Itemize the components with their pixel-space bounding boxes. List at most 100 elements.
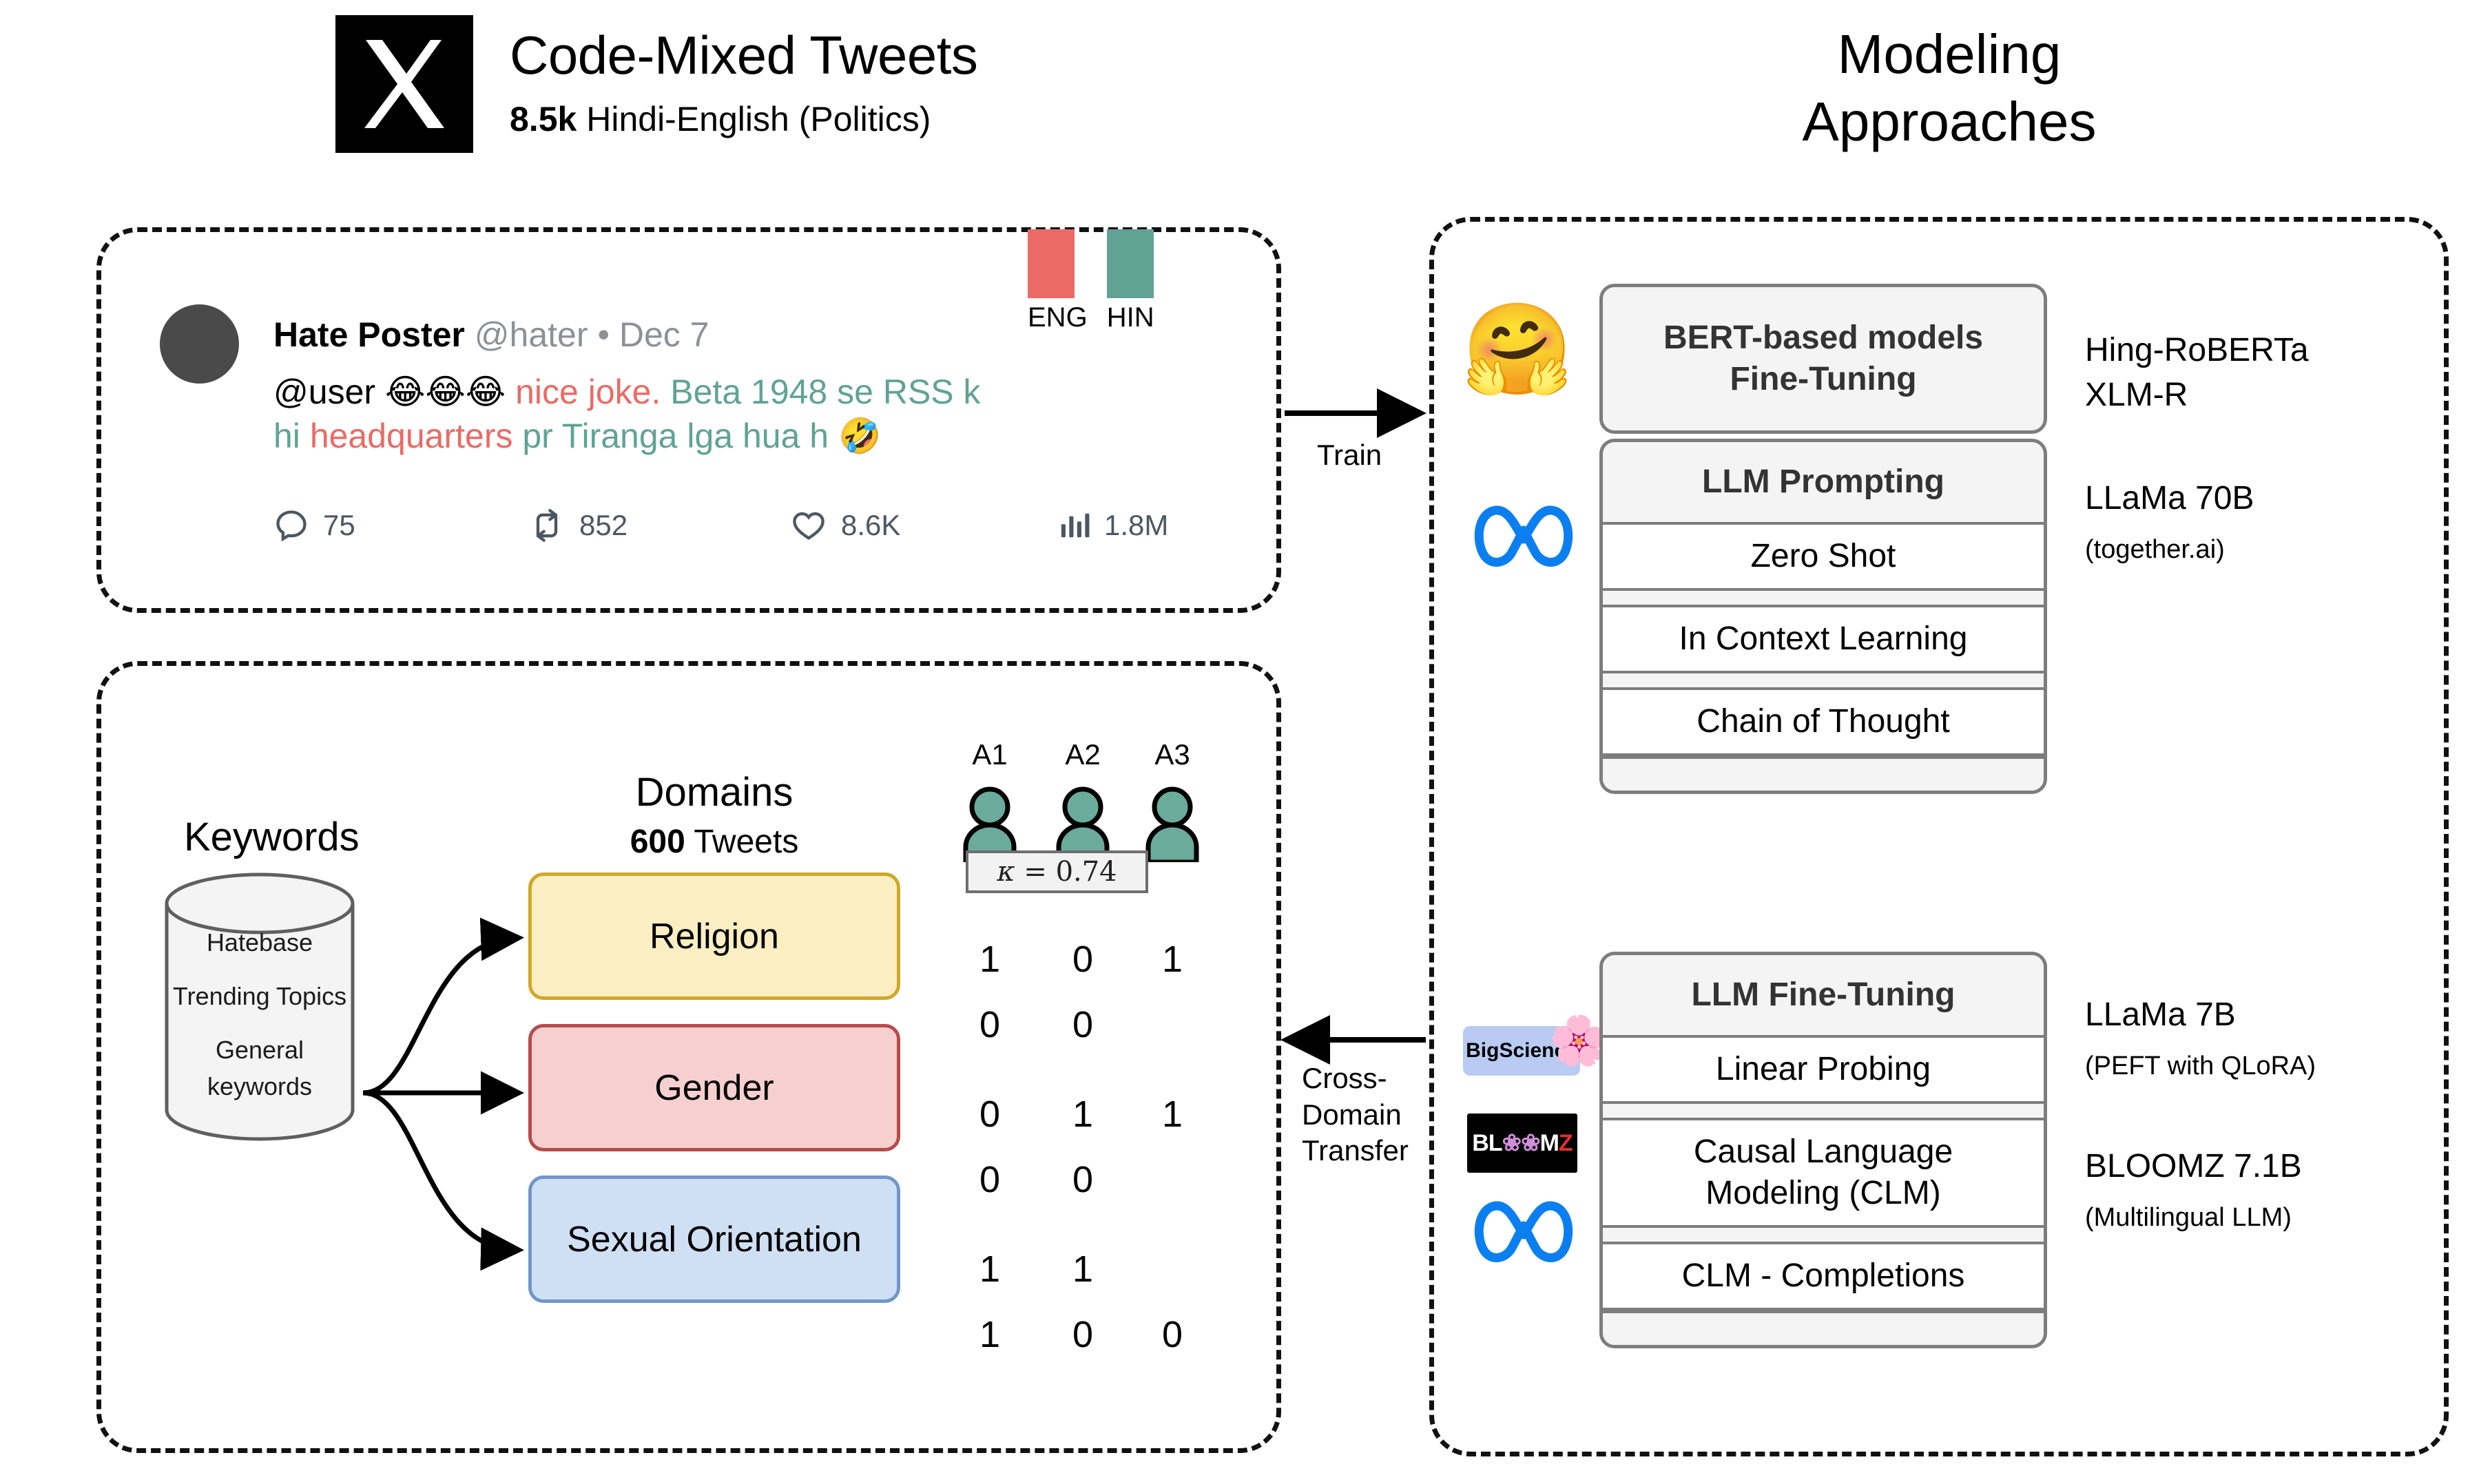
tweet-stat-replies[interactable]: 75 xyxy=(273,508,528,543)
cross-domain-arrow xyxy=(1281,1015,1426,1065)
tweet-panel: Hate Poster @hater • Dec 7 @user 😂😂😂 nic… xyxy=(96,227,1281,613)
bigscience-label: BigScience xyxy=(1466,1039,1577,1062)
tweet-stat-views[interactable]: 1.8M xyxy=(1059,508,1168,543)
annotation-cell-r5c2: 0 xyxy=(1161,1314,1183,1355)
modeling-header-line1: Modeling xyxy=(1837,23,2062,85)
tweet-segment-english-2: headquarters xyxy=(309,417,513,455)
row-gap xyxy=(1603,1104,2044,1118)
model-row-linear-probing[interactable]: Linear Probing xyxy=(1603,1035,2044,1104)
model-note-hing-roberta: Hing-RoBERTa xyxy=(2085,332,2309,368)
model-group-llm-prompting[interactable]: LLM Prompting Zero Shot In Context Learn… xyxy=(1599,439,2047,794)
tweet-segment-hindi-1: Beta 1948 se RSS k xyxy=(670,373,981,411)
views-count: 1.8M xyxy=(1104,509,1169,541)
modeling-header: Modeling Approaches xyxy=(1667,21,2232,155)
keywords-database-icon xyxy=(160,872,360,1141)
annotation-cell-r1c0: 0 xyxy=(979,1004,1001,1045)
annotation-cell-r1c1: 0 xyxy=(1072,1004,1094,1045)
annotator-header-a3: A3 xyxy=(1154,738,1190,771)
annotation-cell-r0c2: 1 xyxy=(1161,939,1183,980)
model-group-llm-finetuning[interactable]: LLM Fine-Tuning Linear Probing Causal La… xyxy=(1599,952,2047,1348)
domain-box-gender[interactable]: Gender xyxy=(528,1024,900,1151)
model-note-peft-qlora: (PEFT with QLoRA) xyxy=(2085,1051,2316,1080)
kappa-value: 0.74 xyxy=(1055,856,1117,888)
domain-label-gender: Gender xyxy=(654,1067,774,1108)
annotation-cell-r2c0: 0 xyxy=(979,1094,1001,1135)
annotation-cell-r2c2: 1 xyxy=(1161,1094,1183,1135)
model-note-llama-7b: LLaMa 7B xyxy=(2085,996,2236,1033)
model-group-prompting-title: LLM Prompting xyxy=(1702,463,1944,500)
domain-label-religion: Religion xyxy=(650,916,779,957)
annotator-header-a1: A1 xyxy=(972,738,1008,771)
tweet-separator: • xyxy=(597,315,610,354)
annotation-cell-r5c0: 1 xyxy=(979,1314,1001,1355)
row-tail xyxy=(1603,1310,2044,1345)
tweet-date: Dec 7 xyxy=(619,315,709,354)
model-row-in-context-learning[interactable]: In Context Learning xyxy=(1603,605,2044,673)
like-count: 8.6K xyxy=(841,509,901,541)
tweet-text: @user 😂😂😂 nice joke. Beta 1948 se RSS k … xyxy=(273,370,1196,458)
tweet-stats: 75 852 8.6K 1.8M xyxy=(273,508,1252,543)
domains-title: Domains xyxy=(635,770,793,815)
domains-tweet-count: 600 Tweets xyxy=(570,823,859,861)
tweet-segment-hindi-3: pr Tiranga lga hua h xyxy=(512,417,839,455)
dataset-subtitle: 8.5k Hindi-English (Politics) xyxy=(510,99,977,139)
page-title: Code-Mixed Tweets xyxy=(510,25,978,85)
annotation-cell-r3c0: 0 xyxy=(979,1159,1001,1200)
language-distribution: ENG HIN xyxy=(1028,229,1154,333)
annotation-cell-r2c1: 1 xyxy=(1072,1094,1094,1135)
annotator-header-a2: A2 xyxy=(1065,738,1101,771)
domain-box-sexual-orientation[interactable]: Sexual Orientation xyxy=(528,1175,900,1303)
model-note-xlmr: XLM-R xyxy=(2085,376,2188,413)
tweet-stat-likes[interactable]: 8.6K xyxy=(790,508,1059,543)
row-gap xyxy=(1603,1228,2044,1242)
model-note-llama-70b: LLaMa 70B xyxy=(2085,480,2254,516)
views-icon xyxy=(1059,508,1090,543)
annotation-cell-r4c0: 1 xyxy=(979,1248,1001,1290)
annotation-cell-r4c1: 1 xyxy=(1072,1248,1094,1290)
tweet-stat-retweets[interactable]: 852 xyxy=(528,508,790,543)
domains-count-value: 600 xyxy=(630,824,685,860)
tweet-display-name: Hate Poster xyxy=(273,315,465,354)
train-arrow xyxy=(1285,388,1426,438)
rolling-laughing-emoji: 🤣 xyxy=(838,416,882,456)
eng-bar xyxy=(1028,229,1075,298)
retweet-count: 852 xyxy=(579,509,628,541)
keyword-to-domain-arrows xyxy=(362,917,524,1271)
model-row-clm-completions[interactable]: CLM - Completions xyxy=(1603,1242,2044,1310)
bigscience-icon: BigScience 🌸 xyxy=(1463,1012,1609,1076)
row-gap xyxy=(1603,673,2044,687)
model-note-bloomz: BLOOMZ 7.1B (Multilingual LLM) xyxy=(2085,1145,2302,1235)
language-bar-hin: HIN xyxy=(1106,229,1154,333)
model-note-llama7b: LLaMa 7B (PEFT with QLoRA) xyxy=(2085,993,2316,1084)
domain-label-sexual-orientation: Sexual Orientation xyxy=(567,1219,862,1260)
meta-icon-prompting xyxy=(1472,494,1575,569)
tweet-segment-hindi-2: hi xyxy=(273,417,310,455)
keyword-source-hatebase: Hatebase xyxy=(206,928,313,957)
train-arrow-label: Train xyxy=(1317,439,1382,471)
tweet-handle: @hater xyxy=(474,315,588,354)
keywords-title: Keywords xyxy=(184,815,360,859)
annotation-cell-r0c1: 0 xyxy=(1072,939,1094,980)
row-tail xyxy=(1603,756,2044,791)
kappa-badge: κ = 0.74 xyxy=(966,850,1148,893)
like-icon xyxy=(790,508,827,543)
model-note-prompting: LLaMa 70B (together.ai) xyxy=(2085,477,2254,567)
dataset-language-topic: Hindi-English (Politics) xyxy=(586,99,931,138)
model-note-together-ai: (together.ai) xyxy=(2085,534,2225,564)
model-row-zero-shot[interactable]: Zero Shot xyxy=(1603,522,2044,591)
model-group-finetuning-title: LLM Fine-Tuning xyxy=(1691,976,1955,1013)
model-row-chain-of-thought[interactable]: Chain of Thought xyxy=(1603,687,2044,756)
reply-count: 75 xyxy=(323,509,355,541)
laughing-emoji-group: 😂😂😂 xyxy=(384,372,506,412)
cherry-blossom-icon: 🌸 xyxy=(1548,1012,1609,1069)
model-note-bert: Hing-RoBERTa XLM-R xyxy=(2085,328,2309,418)
annotation-cell-r0c0: 1 xyxy=(979,939,1001,980)
kappa-symbol: κ = xyxy=(997,856,1047,888)
domain-box-religion[interactable]: Religion xyxy=(528,872,900,1000)
